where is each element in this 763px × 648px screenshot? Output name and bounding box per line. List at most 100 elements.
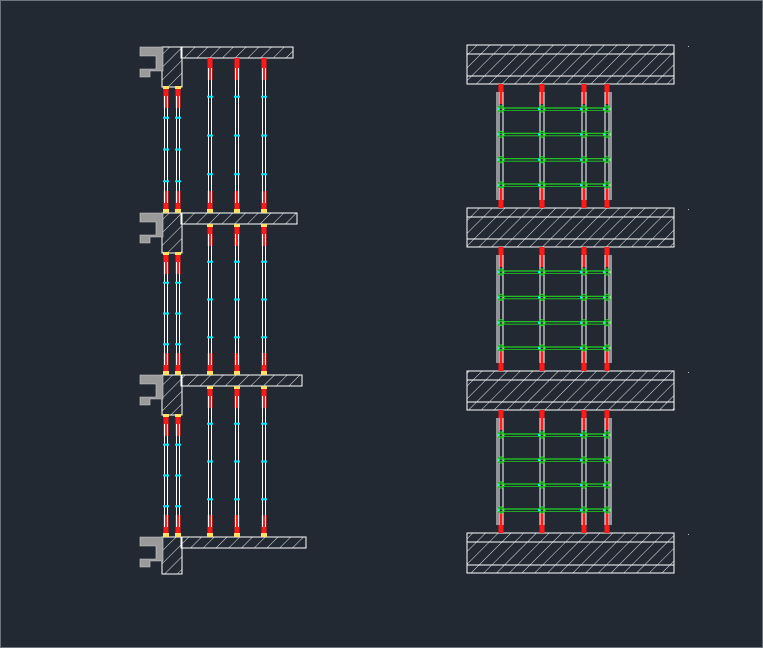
clamp-marker	[603, 184, 605, 186]
clamp-marker	[580, 434, 582, 436]
clamp-marker	[207, 298, 213, 301]
prop-base	[604, 351, 610, 371]
clamp-marker	[497, 184, 499, 186]
front-elevation-view	[466, 44, 689, 574]
clamp-marker	[261, 422, 267, 425]
facade-profile	[139, 46, 164, 78]
clamp-marker	[603, 296, 605, 299]
clamp-marker	[580, 108, 582, 110]
clamp-marker	[234, 336, 240, 339]
clamp-marker	[603, 434, 605, 436]
clamp-marker	[538, 321, 540, 324]
prop-head	[163, 252, 169, 274]
prop-base	[604, 188, 610, 208]
clamp-marker	[207, 134, 213, 137]
clamp-marker	[580, 184, 582, 186]
prop-head	[498, 410, 504, 430]
clamp-marker	[163, 505, 169, 508]
floor-slab	[180, 46, 294, 59]
clamp-marker	[175, 505, 181, 508]
prop-head	[604, 84, 610, 104]
clamp-marker	[207, 498, 213, 501]
prop-head	[498, 84, 504, 104]
clamp-marker	[261, 460, 267, 463]
prop-head	[498, 247, 504, 267]
dimension-tick	[688, 372, 689, 373]
bearing-plate	[261, 224, 267, 227]
clamp-marker	[497, 459, 499, 461]
prop-base	[498, 188, 504, 208]
prop-base	[261, 515, 267, 537]
clamp-marker	[538, 158, 540, 161]
clamp-marker	[603, 509, 605, 511]
clamp-marker	[261, 134, 267, 137]
clamp-marker	[603, 321, 605, 324]
clamp-marker	[603, 347, 605, 349]
facade-profile	[139, 536, 164, 568]
dimension-tick	[688, 46, 689, 47]
clamp-marker	[580, 158, 582, 161]
prop-head	[261, 58, 267, 80]
prop-head	[175, 252, 181, 274]
bearing-plate	[234, 386, 240, 389]
clamp-marker	[234, 298, 240, 301]
bearing-plate	[163, 209, 169, 213]
clamp-marker	[580, 296, 582, 299]
bearing-plate	[163, 252, 169, 255]
clamp-marker	[175, 281, 181, 284]
clamp-marker	[234, 95, 240, 98]
clamp-marker	[261, 298, 267, 301]
clamp-marker	[603, 459, 605, 461]
clamp-marker	[538, 459, 540, 461]
clamp-marker	[163, 474, 169, 477]
prop-head	[581, 84, 587, 104]
clamp-marker	[538, 347, 540, 349]
bearing-plate	[207, 209, 213, 213]
prop-head	[234, 386, 240, 408]
clamp-marker	[580, 484, 582, 486]
prop-base	[175, 191, 181, 213]
bearing-plate	[175, 414, 181, 417]
prop-head	[175, 86, 181, 108]
clamp-marker	[603, 108, 605, 110]
facade-profile	[139, 374, 164, 406]
clamp-marker	[175, 180, 181, 183]
clamp-marker	[234, 460, 240, 463]
floor-slab	[180, 212, 298, 225]
prop-base	[175, 515, 181, 537]
clamp-marker	[261, 173, 267, 176]
prop-head	[234, 58, 240, 80]
clamp-marker	[497, 484, 499, 486]
bearing-plate	[175, 86, 181, 89]
bearing-plate	[175, 252, 181, 255]
clamp-marker	[163, 343, 169, 346]
bearing-plate	[207, 224, 213, 227]
clamp-marker	[207, 260, 213, 263]
clamp-marker	[261, 95, 267, 98]
clamp-marker	[175, 443, 181, 446]
clamp-marker	[207, 422, 213, 425]
clamp-marker	[207, 336, 213, 339]
prop-base	[604, 513, 610, 533]
clamp-marker	[163, 281, 169, 284]
bearing-plate	[261, 386, 267, 389]
bearing-plate	[234, 209, 240, 213]
bearing-plate	[234, 224, 240, 227]
prop-base	[207, 515, 213, 537]
prop-head	[604, 410, 610, 430]
prop-head	[581, 247, 587, 267]
prop-base	[539, 188, 545, 208]
bearing-plate	[234, 533, 240, 537]
clamp-marker	[234, 134, 240, 137]
prop-head	[163, 414, 169, 436]
prop-base	[163, 353, 169, 375]
prop-base	[234, 353, 240, 375]
clamp-marker	[163, 312, 169, 315]
prop-head	[604, 247, 610, 267]
clamp-marker	[580, 509, 582, 511]
clamp-marker	[234, 498, 240, 501]
clamp-marker	[538, 434, 540, 436]
clamp-marker	[580, 321, 582, 324]
bearing-plate	[175, 371, 181, 375]
prop-head	[163, 86, 169, 108]
